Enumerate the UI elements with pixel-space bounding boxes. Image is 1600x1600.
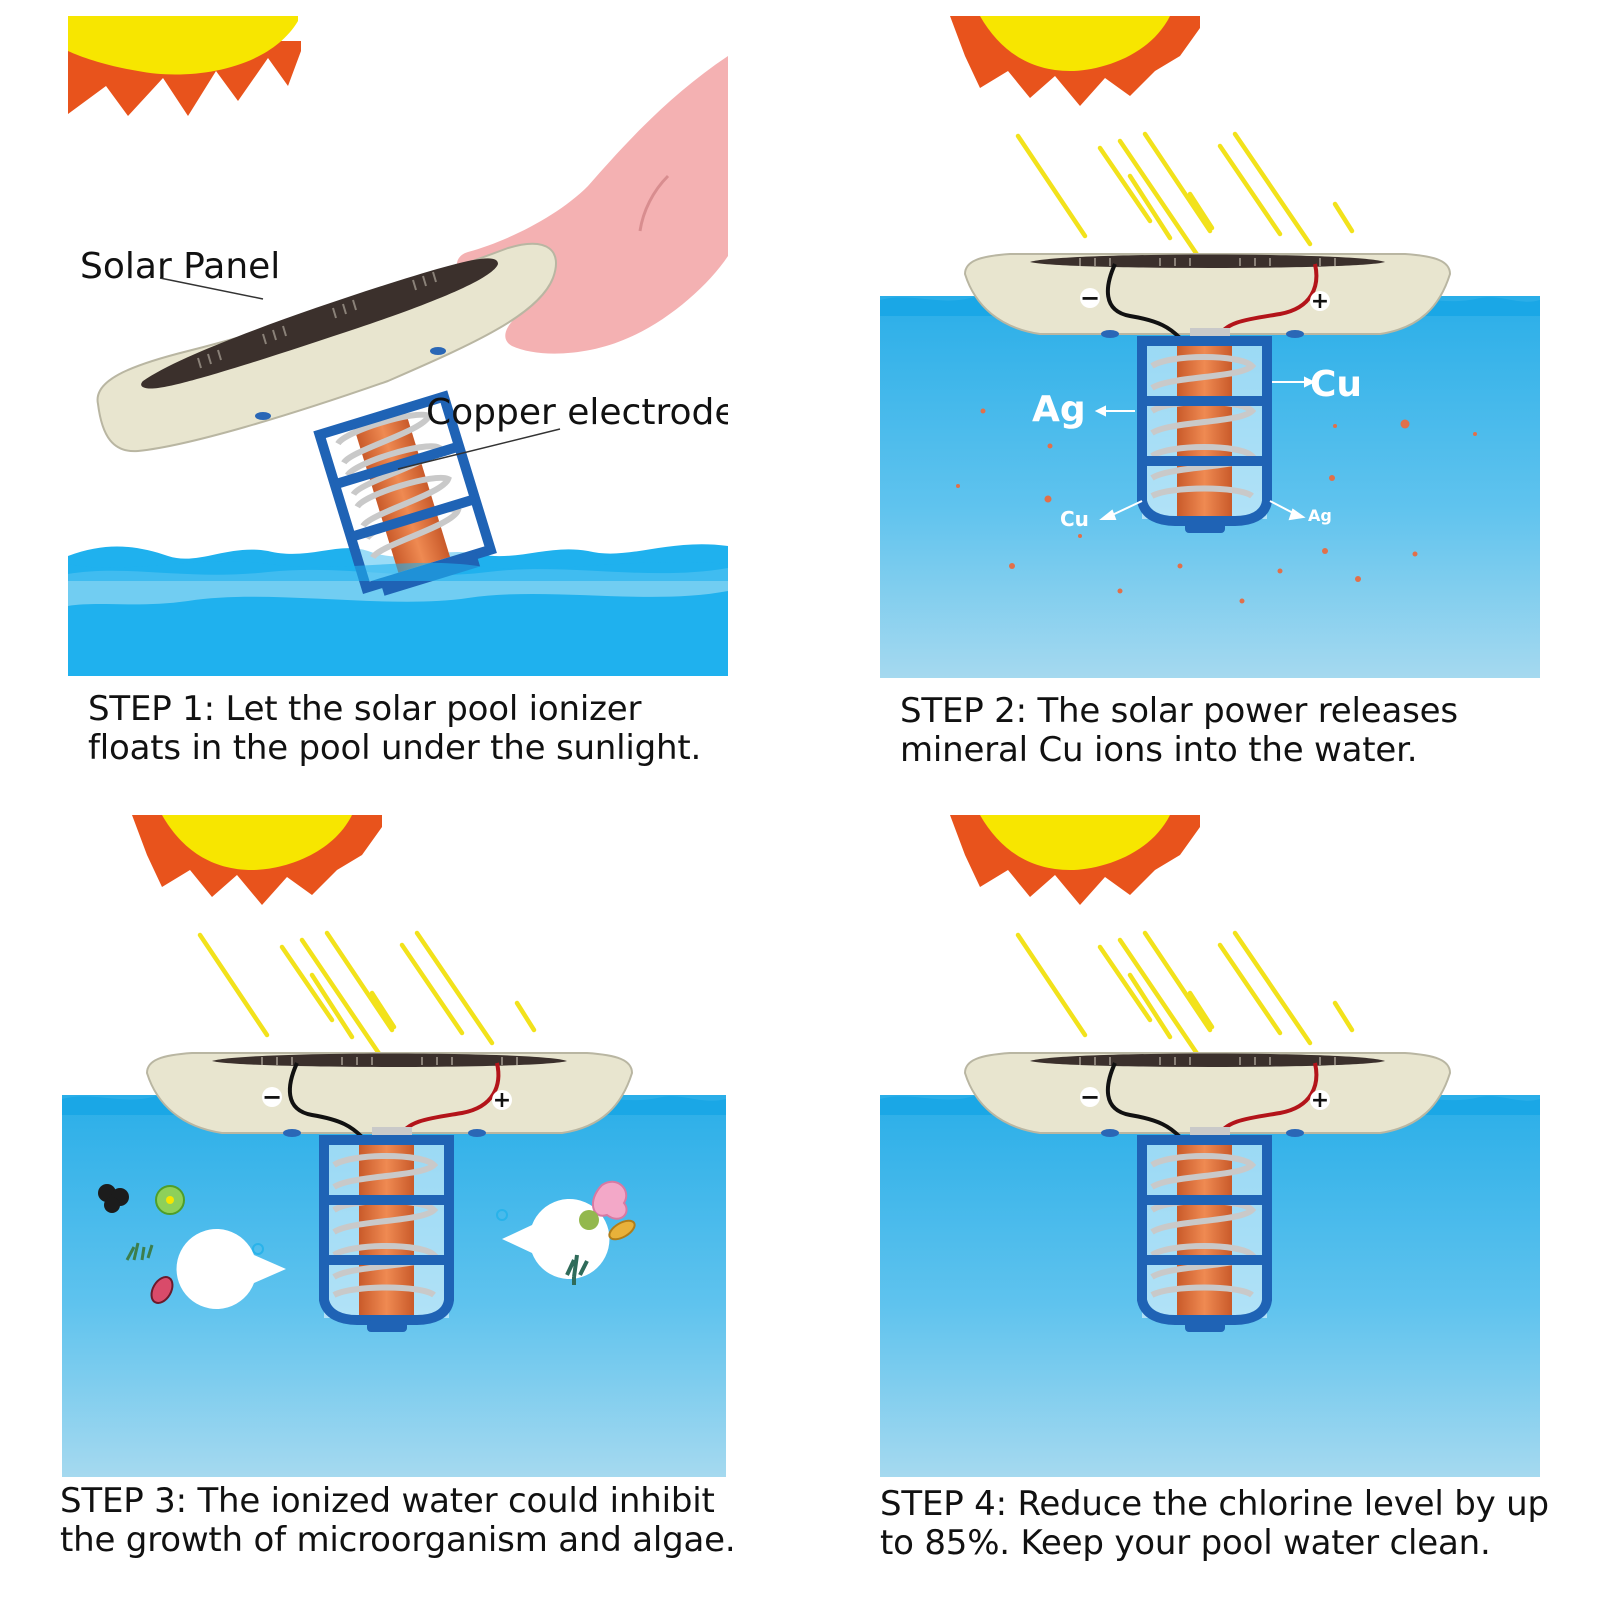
copper-electrode-icon <box>1137 1135 1272 1332</box>
ionizer-float-icon: − + <box>145 1052 634 1139</box>
minus-terminal-label: − <box>1080 1083 1100 1111</box>
bacteria-icon <box>155 1185 185 1215</box>
step-3-caption: STEP 3: The ionized water could inhibit … <box>60 1481 736 1560</box>
hand-icon <box>456 56 728 354</box>
step-4-caption-line-2: to 85%. Keep your pool water clean. <box>880 1523 1491 1563</box>
step-1-caption-line-2: floats in the pool under the sunlight. <box>88 728 702 768</box>
bacteria-icon <box>579 1210 636 1241</box>
sun-icon <box>132 815 382 905</box>
step-4-caption: STEP 4: Reduce the chlorine level by up … <box>880 1485 1549 1563</box>
solar-panel-label: Solar Panel <box>80 246 280 287</box>
step-4-svg: − + <box>880 815 1540 1477</box>
ag-ion-label-large: Ag <box>1032 389 1086 430</box>
step-3-svg: − + <box>62 815 726 1477</box>
copper-electrode-icon <box>1137 336 1272 533</box>
ionizer-float-icon: − + <box>963 1052 1452 1139</box>
step-1-caption-line-1: STEP 1: Let the solar pool ionizer <box>88 689 642 729</box>
step-1-illustration: Solar Panel Copper electrode <box>68 16 728 676</box>
sun-icon <box>950 16 1200 106</box>
pacman-icon <box>176 1229 286 1309</box>
minus-terminal-label: − <box>1080 284 1100 312</box>
algae-icon <box>565 1254 589 1285</box>
copper-electrode-icon <box>313 390 497 596</box>
sun-icon <box>950 815 1200 905</box>
step-2-caption: STEP 2: The solar power releases mineral… <box>900 692 1458 770</box>
copper-electrode-icon <box>319 1135 454 1332</box>
step-3-illustration: − + <box>62 815 726 1477</box>
sun-icon <box>68 16 301 116</box>
bacteria-icon <box>150 1276 174 1304</box>
ag-ion-label-small: Ag <box>1308 506 1332 525</box>
copper-electrode-leader <box>397 428 561 470</box>
plus-terminal-label: + <box>1311 289 1329 314</box>
step-2-illustration: − + Cu Ag Cu <box>880 16 1540 678</box>
light-beam-icon <box>1015 930 1355 1058</box>
bacteria-icon <box>98 1184 129 1213</box>
algae-icon <box>125 1242 154 1261</box>
step-3-caption-line-2: the growth of microorganism and algae. <box>60 1520 736 1560</box>
step-2-caption-line-1: STEP 2: The solar power releases <box>900 691 1458 731</box>
ion-arrows <box>1094 376 1316 521</box>
step-2-svg: − + Cu Ag Cu <box>880 16 1540 678</box>
minus-terminal-label: − <box>262 1083 282 1111</box>
cu-ion-label-small: Cu <box>1060 507 1089 531</box>
ionizer-float-icon: − + <box>963 253 1452 340</box>
ion-particles <box>956 408 1477 604</box>
step-1-svg: Solar Panel Copper electrode <box>68 16 728 676</box>
cu-ion-label-large: Cu <box>1310 364 1362 405</box>
plus-terminal-label: + <box>1311 1088 1329 1113</box>
step-3-caption-line-1: STEP 3: The ionized water could inhibit <box>60 1481 715 1521</box>
copper-electrode-label: Copper electrode <box>426 392 728 433</box>
light-beam-icon <box>1015 131 1355 259</box>
step-4-caption-line-1: STEP 4: Reduce the chlorine level by up <box>880 1484 1549 1524</box>
step-2-caption-line-2: mineral Cu ions into the water. <box>900 730 1418 770</box>
step-4-illustration: − + <box>880 815 1540 1477</box>
step-1-caption: STEP 1: Let the solar pool ionizer float… <box>88 690 701 768</box>
plus-terminal-label: + <box>493 1088 511 1113</box>
solar-panel-leader <box>159 277 264 300</box>
light-beam-icon <box>197 930 537 1058</box>
ionizer-float-icon <box>96 242 557 453</box>
bacteria-icon <box>592 1180 628 1220</box>
